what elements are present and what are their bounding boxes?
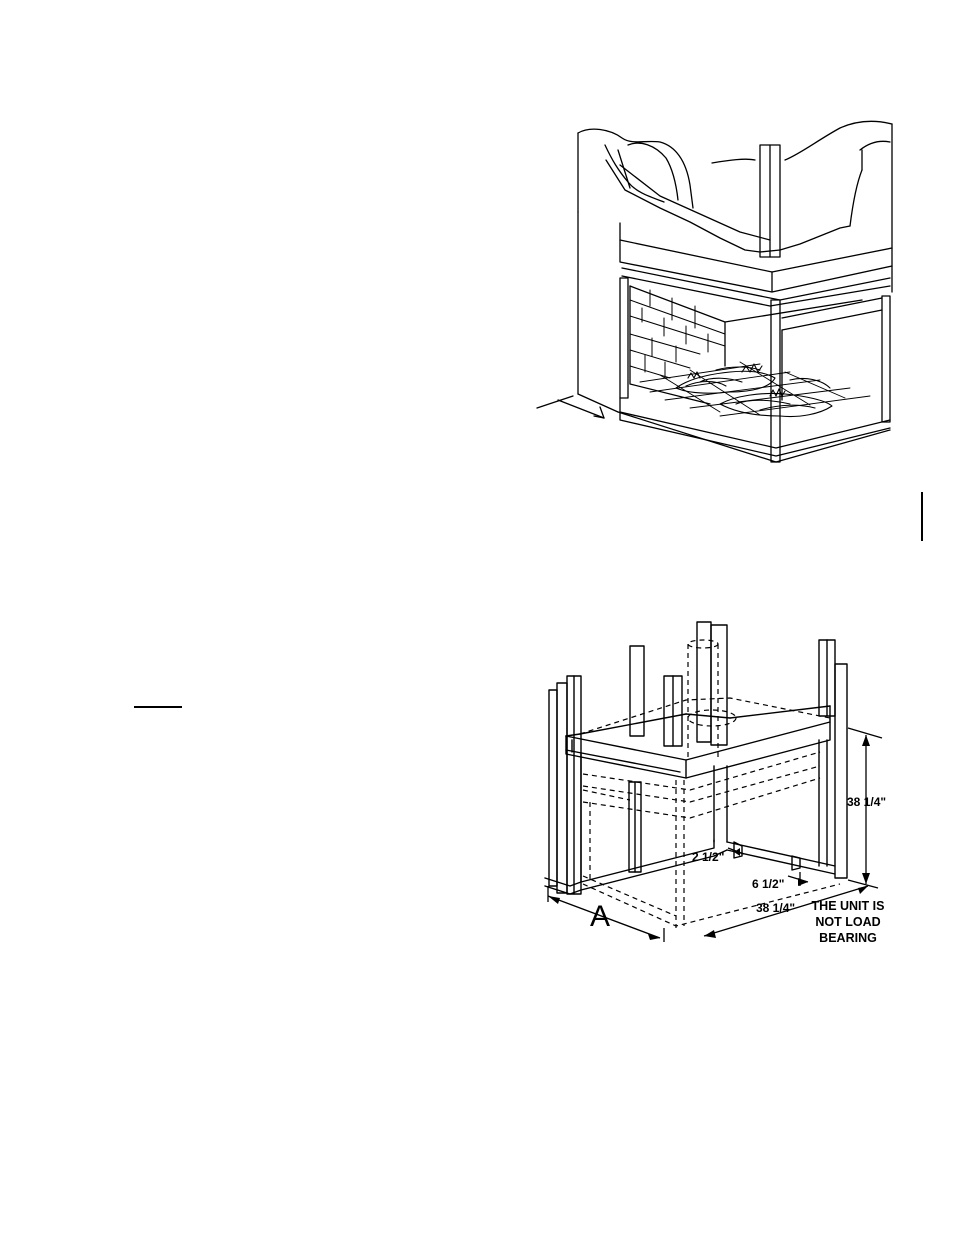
revision-bar <box>921 492 923 541</box>
load-bearing-note-line1: THE UNIT IS <box>811 899 885 913</box>
offset-small-dimension-label: 2 1/2" <box>692 850 725 864</box>
width-dimension-label: 38 1/4" <box>756 901 796 915</box>
height-dimension-label: 38 1/4" <box>847 795 887 809</box>
underline-rule <box>134 706 182 708</box>
load-bearing-note-line2: NOT LOAD <box>815 915 881 929</box>
dimension-letter-a: A <box>590 900 611 933</box>
offset-medium-dimension-label: 6 1/2" <box>752 877 785 891</box>
load-bearing-note: THE UNIT IS NOT LOAD BEARING <box>804 898 892 946</box>
load-bearing-note-line3: BEARING <box>819 931 877 945</box>
